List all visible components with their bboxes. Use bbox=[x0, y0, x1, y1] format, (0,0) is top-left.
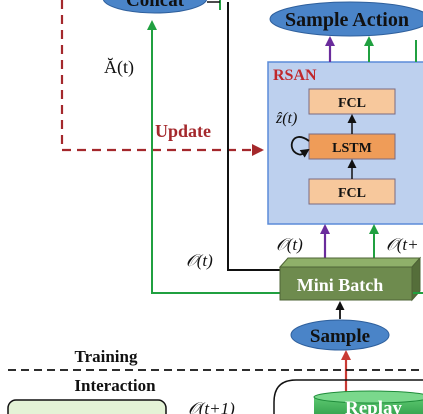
environment-box-partial bbox=[7, 399, 167, 414]
update-label: Update bbox=[155, 121, 211, 141]
o-t1-bottom-label: 𝒪(t+1) bbox=[188, 399, 235, 414]
replay-cylinder-top bbox=[313, 390, 423, 404]
interaction-label: Interaction bbox=[74, 376, 156, 395]
sample-action-label: Sample Action bbox=[285, 9, 409, 31]
lstm-box bbox=[308, 133, 396, 160]
o-t-input-label: 𝒪(t) bbox=[276, 235, 303, 254]
lstm-recurrent-loop bbox=[290, 136, 310, 158]
sample-action-node bbox=[269, 1, 423, 37]
update-dashed-path bbox=[60, 0, 264, 156]
replay-label: Replay bbox=[345, 398, 403, 414]
concat-node bbox=[102, 0, 208, 14]
o-t-black-line bbox=[227, 2, 280, 271]
o-t1-input-label: 𝒪(t+ bbox=[386, 235, 419, 254]
o-t-left-label: 𝒪(t) bbox=[186, 251, 213, 270]
fcl-top-label: FCL bbox=[338, 96, 366, 111]
training-label: Training bbox=[75, 347, 138, 366]
lstm-label: LSTM bbox=[332, 141, 372, 156]
rsan-title: RSAN bbox=[273, 67, 317, 84]
agent-container-partial bbox=[273, 379, 423, 414]
a-t-label: Ă(t) bbox=[104, 57, 134, 78]
sample-node bbox=[290, 319, 390, 351]
fcl-bottom-label: FCL bbox=[338, 186, 366, 201]
sample-label: Sample bbox=[310, 326, 370, 347]
concat-label: Concat bbox=[126, 0, 185, 11]
minibatch-label: Mini Batch bbox=[297, 275, 384, 295]
minibatch-top-face bbox=[278, 257, 422, 268]
minibatch-to-concat-arrow bbox=[147, 20, 280, 294]
minibatch-front-face bbox=[279, 266, 413, 301]
z-t-label: ẑ(t) bbox=[275, 110, 297, 127]
